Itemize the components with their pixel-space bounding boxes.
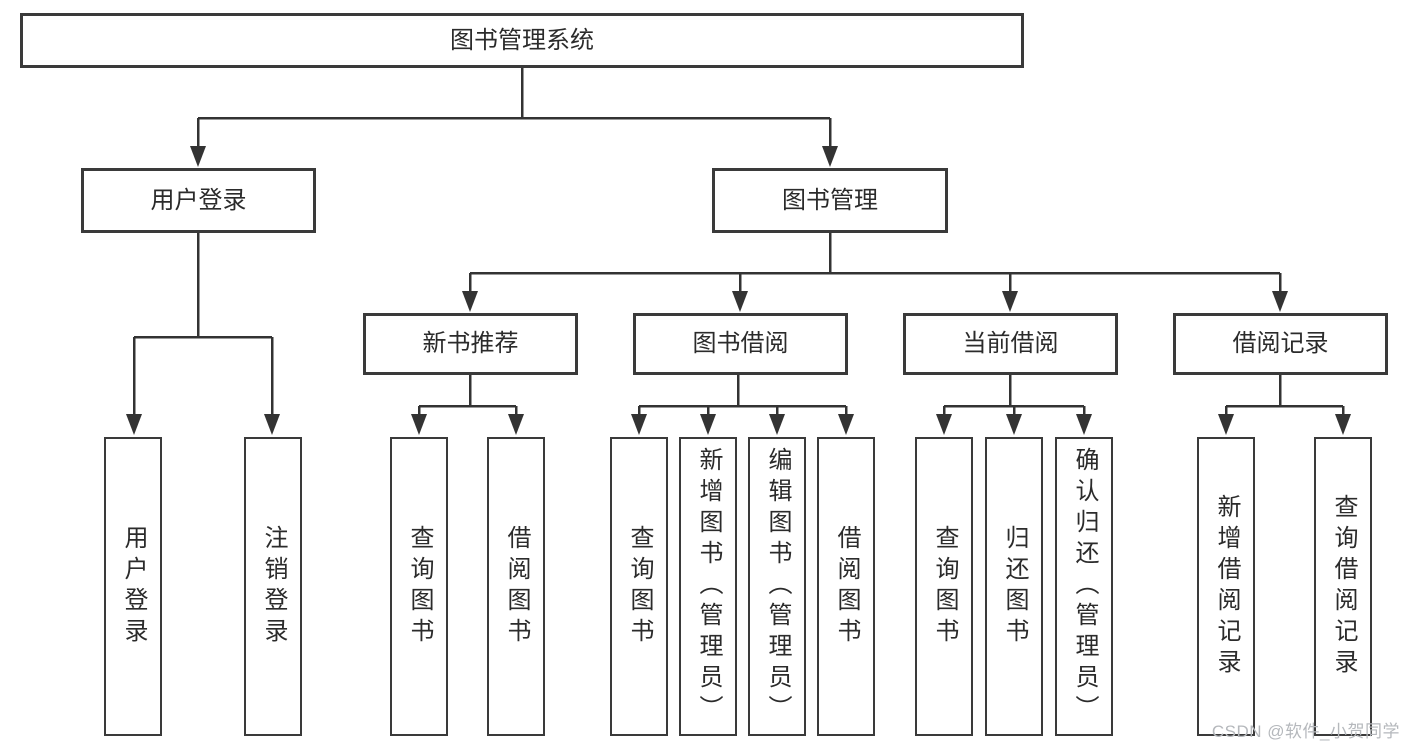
- arrowhead-icon: [411, 414, 427, 435]
- arrowhead-icon: [190, 146, 206, 167]
- leaf-bb-borrow-book: 借阅图书: [817, 437, 875, 736]
- connector-new-book-split: [417, 375, 518, 416]
- arrowhead-icon: [700, 414, 716, 435]
- node-current-borrow: 当前借阅: [903, 313, 1118, 375]
- connector-book-borrow-split: [637, 375, 848, 416]
- connector-user-login-split: [132, 233, 274, 416]
- arrowhead-icon: [264, 414, 280, 435]
- connector-root-split: [196, 68, 832, 148]
- leaf-cb-return-book: 归还图书: [985, 437, 1043, 736]
- arrowhead-icon: [462, 291, 478, 312]
- arrowhead-icon: [732, 291, 748, 312]
- node-borrow-record: 借阅记录: [1173, 313, 1388, 375]
- arrowhead-icon: [508, 414, 524, 435]
- arrowhead-icon: [1218, 414, 1234, 435]
- arrowhead-icon: [1006, 414, 1022, 435]
- leaf-logout: 注销登录: [244, 437, 302, 736]
- leaf-nb-query-book: 查询图书: [390, 437, 448, 736]
- leaf-br-query-record: 查询借阅记录: [1314, 437, 1372, 736]
- arrowhead-icon: [126, 414, 142, 435]
- leaf-bb-add-book-admin: 新增图书（管理员）: [679, 437, 737, 736]
- leaf-user-login: 用户登录: [104, 437, 162, 736]
- node-new-book-recommend: 新书推荐: [363, 313, 578, 375]
- node-user-login: 用户登录: [81, 168, 316, 233]
- leaf-br-add-record: 新增借阅记录: [1197, 437, 1255, 736]
- connector-book-mgmt-split: [468, 233, 1282, 293]
- arrowhead-icon: [1076, 414, 1092, 435]
- connector-borrow-record-split: [1224, 375, 1345, 416]
- arrowhead-icon: [1335, 414, 1351, 435]
- arrowhead-icon: [822, 146, 838, 167]
- leaf-bb-query-book: 查询图书: [610, 437, 668, 736]
- arrowhead-icon: [1272, 291, 1288, 312]
- arrowhead-icon: [631, 414, 647, 435]
- node-book-borrow: 图书借阅: [633, 313, 848, 375]
- leaf-bb-edit-book-admin: 编辑图书（管理员）: [748, 437, 806, 736]
- node-book-management: 图书管理: [712, 168, 948, 233]
- node-root-library-system: 图书管理系统: [20, 13, 1024, 68]
- connector-current-borrow-split: [942, 375, 1086, 416]
- arrowhead-icon: [936, 414, 952, 435]
- arrowhead-icon: [1002, 291, 1018, 312]
- arrowhead-icon: [838, 414, 854, 435]
- leaf-cb-confirm-return-admin: 确认归还（管理员）: [1055, 437, 1113, 736]
- leaf-cb-query-book: 查询图书: [915, 437, 973, 736]
- watermark: CSDN @软件_小贺同学: [1211, 722, 1400, 741]
- leaf-nb-borrow-book: 借阅图书: [487, 437, 545, 736]
- arrowhead-icon: [769, 414, 785, 435]
